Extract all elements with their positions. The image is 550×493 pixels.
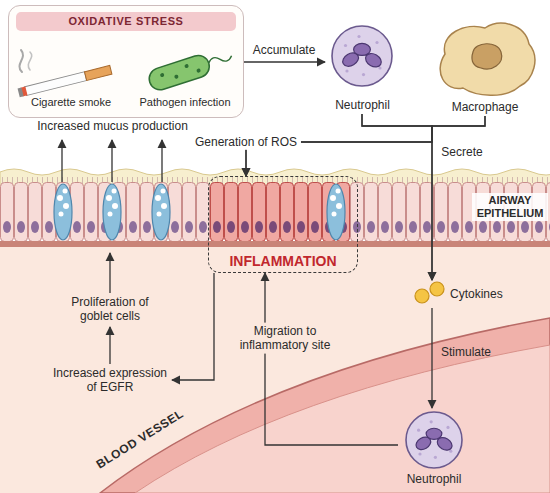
granule (357, 35, 360, 38)
stressor-label: Pathogen infection (131, 96, 239, 109)
vessel-lumen (135, 345, 550, 493)
granule (418, 452, 421, 455)
goblet-cell (103, 184, 121, 240)
flow-arrow (265, 273, 398, 445)
edge-label: Accumulate (249, 42, 320, 58)
cell-node: Neutrophil (325, 20, 400, 114)
cell-label: Neutrophil (315, 98, 410, 112)
granule (345, 69, 348, 72)
vessel-band: BLOOD VESSEL Neutrophil (0, 300, 550, 493)
stressor-item: Pathogen infection (131, 46, 239, 114)
stressor-label: Cigarette smoke (15, 96, 127, 109)
flow-arrow (362, 114, 432, 280)
annotation-text: Proliferation of goblet cells (60, 295, 160, 324)
bacterium (146, 45, 235, 92)
granule (430, 420, 433, 423)
goblet-cell (327, 184, 345, 240)
tissue-label: AIRWAY EPITHELIUM (472, 193, 548, 221)
nucleus-lobe (435, 435, 454, 453)
flow-arrow (431, 308, 432, 408)
nucleus-lobe (363, 51, 384, 70)
inflamed-cells (210, 182, 350, 242)
cytokine-dot (415, 289, 429, 303)
edge-label: Secrete (437, 144, 486, 160)
nucleus (472, 44, 502, 69)
tissue-label: BLOOD VESSEL (85, 401, 194, 477)
cell-membrane (406, 412, 462, 468)
cell-node: Macrophage (425, 14, 545, 116)
cytokine-dot (430, 282, 444, 296)
annotation-text: Increased expression of EGFR (51, 366, 169, 395)
edge-label: Stimulate (437, 344, 495, 360)
granule (446, 426, 449, 429)
cell-label: Macrophage (425, 100, 545, 114)
cell-membrane (332, 26, 392, 86)
cytokine-node: Cytokines (412, 280, 512, 308)
tissue-background (0, 247, 550, 493)
cell-label: Cytokines (450, 287, 512, 301)
stress-box: OXIDATIVE STRESS Cigarette smoke Pathogen … (8, 5, 244, 118)
flow-arrow (244, 61, 325, 62)
leader-arrows (62, 140, 214, 380)
annotation-text: Increased mucus production (30, 119, 195, 133)
granule (362, 73, 365, 76)
inflammation-box: INFLAMMATION (208, 176, 358, 273)
cell-membrane (440, 23, 535, 95)
goblet-cell (152, 184, 170, 240)
flow-arrow (246, 114, 432, 176)
stressor-item: Cigarette smoke (15, 46, 127, 114)
granule (375, 41, 378, 44)
vessel-wall (100, 318, 550, 493)
edge-label: Generation of ROS (191, 134, 301, 150)
stress-box-fill (8, 5, 244, 118)
cigarette (18, 50, 112, 97)
flow-arrow (246, 116, 485, 176)
granule (344, 44, 347, 47)
basement-membrane (0, 241, 550, 247)
goblet-cell (54, 184, 72, 240)
granule (417, 429, 420, 432)
flow-arrow (432, 116, 485, 280)
box-heading: OXIDATIVE STRESS (16, 12, 236, 31)
granule (434, 456, 437, 459)
cell-label: Neutrophil (393, 472, 475, 486)
edge-label: Migration to inflammatory site (229, 323, 341, 354)
granule (378, 66, 381, 69)
box-heading: INFLAMMATION (217, 253, 349, 270)
epithelial-cells (0, 182, 550, 242)
cell-node: Neutrophil (398, 408, 470, 492)
